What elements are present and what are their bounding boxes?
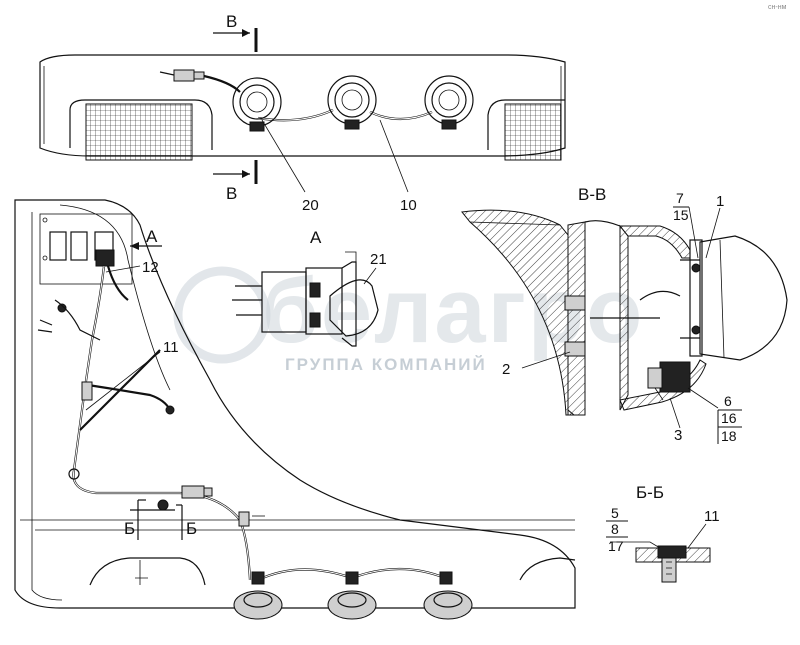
- watermark-brand: белагро: [262, 260, 644, 362]
- callout-11-bb: 11: [704, 508, 720, 525]
- watermark-subtitle: ГРУППА КОМПАНИЙ: [285, 355, 487, 374]
- callout-21: 21: [370, 251, 387, 268]
- left-grille: [85, 103, 193, 161]
- fraction-6-bottom: 18: [721, 428, 737, 444]
- callout-20: 20: [302, 197, 319, 214]
- view-a-detail: А 21: [232, 228, 387, 347]
- section-bb: Б-Б 5 8 17 11: [606, 483, 720, 583]
- section-vv: В-В 7 15 1 2 3: [461, 185, 788, 444]
- section-label-vv: В-В: [578, 185, 606, 204]
- roof-lamp-1: [232, 77, 282, 132]
- callout-1: 1: [716, 193, 724, 210]
- fraction-6-mid: 16: [721, 410, 737, 426]
- lamp-bottom-3: [423, 571, 473, 620]
- callout-12: 12: [142, 259, 159, 276]
- section-mark-v-top: В: [226, 12, 237, 31]
- section-mark-b-right: Б: [186, 519, 197, 538]
- corner-mark: сн-нм: [768, 4, 787, 11]
- section-mark-v-bottom: В: [226, 184, 237, 203]
- roof-lamp-3: [424, 75, 474, 130]
- fraction-7-15-bottom: 15: [673, 207, 689, 223]
- callout-2: 2: [502, 361, 510, 378]
- fraction-5-mid: 8: [611, 521, 619, 537]
- fraction-6-top: 6: [724, 393, 732, 409]
- right-grille: [504, 103, 562, 161]
- callout-3: 3: [674, 427, 682, 444]
- fraction-7-15-top: 7: [676, 190, 684, 206]
- roof-panel-view: В В 20 10: [39, 12, 566, 214]
- callout-10: 10: [400, 197, 417, 214]
- cab-side-view: А Б Б: [14, 199, 576, 620]
- section-label-bb: Б-Б: [636, 483, 664, 502]
- section-mark-b-left: Б: [124, 519, 135, 538]
- lamp-bottom-1: [233, 571, 283, 620]
- roof-lamp-2: [327, 75, 377, 130]
- connector-block: [95, 249, 115, 267]
- wire-connector: [173, 69, 195, 82]
- view-label-a: А: [310, 228, 322, 247]
- callout-11-main: 11: [163, 339, 179, 356]
- view-arrow-a: А: [146, 227, 158, 246]
- lamp-bottom-2: [327, 571, 377, 620]
- fraction-5-bottom: 17: [608, 538, 624, 554]
- fraction-5-top: 5: [611, 505, 619, 521]
